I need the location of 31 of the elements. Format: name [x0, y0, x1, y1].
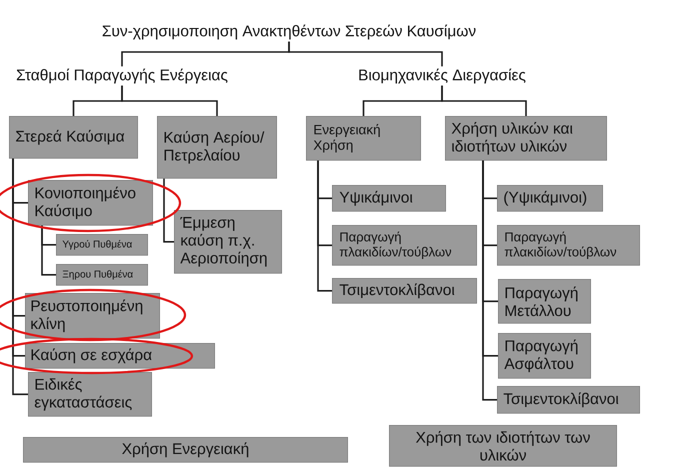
process-box: Ξηρου Πυθμένα [56, 264, 148, 286]
connector-line [482, 160, 497, 401]
process-box: (Υψικάμινοι) [497, 185, 603, 212]
heading: Συν-χρησιμοποιηση Ανακτηθέντων Στερεών Καυσίμων [102, 24, 476, 40]
process-box: Παραγωγή Ασφάλτου [498, 333, 591, 379]
process-box: Στερεά Καύσιμα [9, 116, 138, 159]
process-box: Τσιμεντοκλίβανοι [332, 278, 477, 304]
banner-box: Χρήση των ιδιοτήτων των υλικών [389, 425, 617, 467]
process-box: Ρευστοποιημένη κλίνη [25, 293, 160, 339]
process-box: Ειδικές εγκαταστάσεις [28, 372, 152, 417]
process-box: Ενεργειακή Χρήση [306, 116, 421, 161]
process-box: Έμμεση καύση π.χ. Αεριοποίηση [174, 210, 282, 274]
connector-line [441, 86, 527, 116]
process-box: Καύση σε εσχάρα [25, 343, 215, 369]
process-box: Χρήση υλικών και ιδιοτήτων υλικών [445, 116, 607, 161]
connector-line [12, 158, 28, 396]
banner-box: Χρήση Ενεργειακή [23, 437, 348, 463]
connector-line [288, 42, 443, 66]
heading: Σταθμοί Παραγωγής Ενέργειας [16, 68, 228, 84]
process-box: Υψικάμινοι [332, 185, 446, 212]
process-box: Τσιμεντοκλίβανοι [497, 386, 640, 414]
process-box: Παραγωγή Μετάλλου [498, 279, 591, 324]
connector-line [41, 226, 56, 276]
connector-line [121, 86, 218, 116]
process-box: Παραγωγή πλακιδίων/τούβλων [497, 225, 640, 266]
process-box: Παραγωγή πλακιδίων/τούβλων [332, 225, 477, 266]
process-box: Υγρού Πυθμένα [56, 234, 148, 256]
process-box: Κονιοποιημένο Καύσιμο [28, 180, 153, 226]
heading: Βιομηχανικές Διεργασίες [359, 68, 526, 84]
process-box: Καύση Αερίου/ Πετρελαίου [157, 116, 277, 179]
connector-line [317, 160, 332, 292]
